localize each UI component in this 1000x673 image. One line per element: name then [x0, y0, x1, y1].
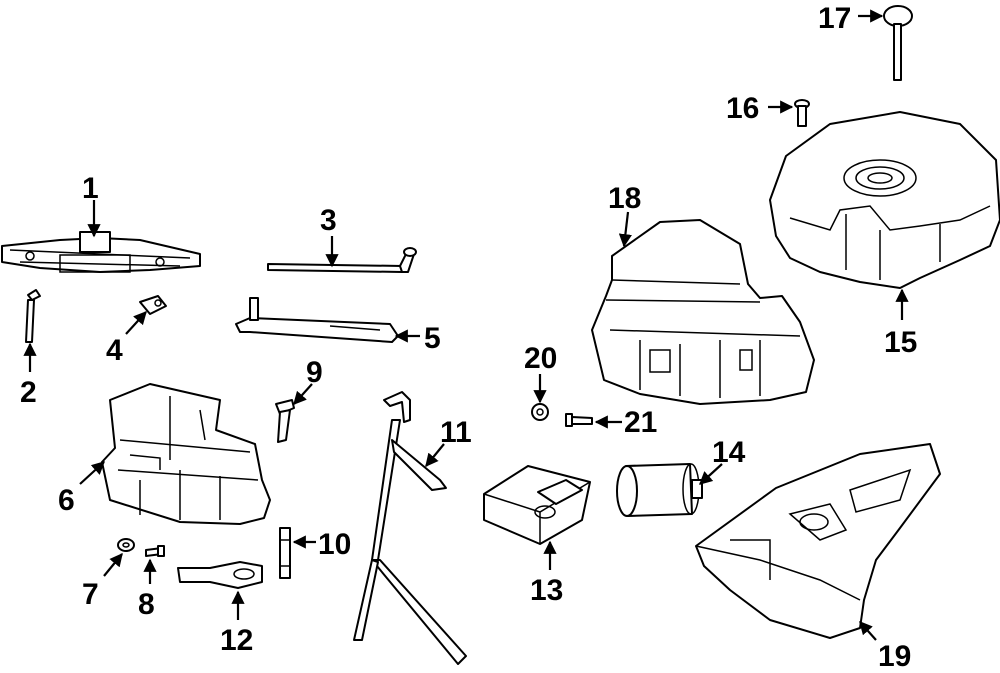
callout-5: 5 — [424, 322, 441, 355]
callout-4: 4 — [106, 334, 123, 367]
callout-15: 15 — [884, 326, 917, 359]
nut-part — [531, 403, 549, 421]
callout-16: 16 — [726, 92, 759, 125]
callout-17: 17 — [818, 2, 851, 35]
foam-tray-right-part — [591, 219, 815, 405]
callout-2: 2 — [20, 376, 37, 409]
callout-10: 10 — [318, 528, 351, 561]
wheel-cover-part — [769, 111, 1000, 289]
callout-labels: 1 2 3 4 5 6 7 8 9 10 11 12 13 14 15 16 1… — [20, 2, 917, 673]
fitting-part — [139, 295, 167, 315]
callout-11: 11 — [440, 416, 472, 449]
jack-part — [1, 231, 201, 273]
canister-part — [616, 463, 703, 517]
callout-18: 18 — [608, 182, 641, 215]
callout-21: 21 — [624, 406, 657, 439]
foam-tray-left-part — [101, 383, 271, 525]
compressor-part — [483, 465, 591, 545]
callout-6: 6 — [58, 484, 75, 517]
leader-lines — [23, 9, 909, 641]
callout-20: 20 — [524, 342, 557, 375]
callout-19: 19 — [878, 640, 911, 673]
foam-tray-bottom-part — [695, 443, 941, 639]
washer-part — [117, 538, 135, 552]
callout-1: 1 — [82, 172, 99, 205]
bolt-9-part — [275, 399, 295, 443]
bolt-21-part — [565, 413, 593, 427]
callout-9: 9 — [306, 356, 323, 389]
screw-16-part — [794, 99, 810, 127]
lug-wrench-part — [267, 247, 417, 273]
callout-13: 13 — [530, 574, 563, 607]
knob-part — [883, 5, 913, 81]
callout-7: 7 — [82, 578, 99, 611]
callout-3: 3 — [320, 204, 337, 237]
bolt-8-part — [145, 545, 165, 557]
callout-12: 12 — [220, 624, 253, 657]
extension-bar-part — [235, 297, 399, 343]
lever-part — [353, 391, 467, 665]
callout-14: 14 — [712, 436, 746, 469]
stud-part — [279, 527, 291, 579]
callout-8: 8 — [138, 588, 155, 621]
jack-rod-part — [25, 289, 41, 343]
tow-hook-part — [177, 561, 263, 589]
